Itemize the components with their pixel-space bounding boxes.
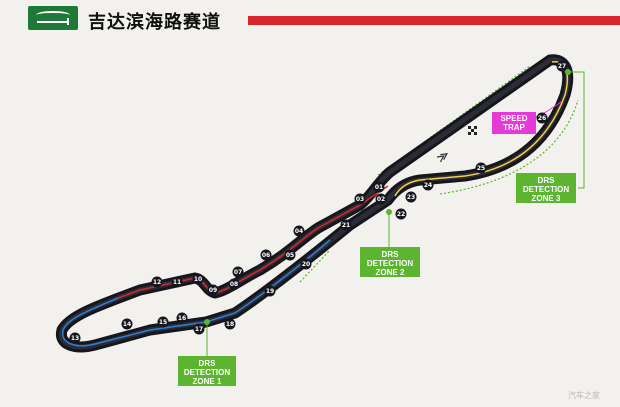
turn-number: 23 xyxy=(407,194,415,201)
turn-marker: 25 xyxy=(475,162,487,174)
turn-marker-circle xyxy=(373,181,385,193)
turn-number: 12 xyxy=(153,279,161,286)
turn-marker-circle xyxy=(422,179,434,191)
turn-marker-circle xyxy=(228,278,240,290)
turn-marker-circle xyxy=(536,112,548,124)
turn-marker: 16 xyxy=(176,312,188,324)
turn-number: 09 xyxy=(209,287,217,294)
turn-marker-circle xyxy=(300,258,312,270)
turn-marker: 17 xyxy=(193,323,205,335)
turn-number: 21 xyxy=(342,222,350,229)
turn-marker-circle xyxy=(192,273,204,285)
turn-marker: 11 xyxy=(171,276,183,288)
header: 吉达滨海路赛道 xyxy=(0,0,620,42)
drs-point-1 xyxy=(204,319,210,325)
turn-marker: 01 xyxy=(373,181,385,193)
turn-number: 17 xyxy=(195,326,203,333)
turn-marker-circle xyxy=(69,332,81,344)
turn-number: 13 xyxy=(71,335,79,342)
turn-marker-circle xyxy=(207,284,219,296)
turn-marker: 27 xyxy=(556,60,568,72)
turn-number: 02 xyxy=(377,196,385,203)
watermark: 汽车之家 xyxy=(568,391,600,400)
direction-arrow-icon xyxy=(436,152,449,163)
turn-marker-circle xyxy=(232,266,244,278)
turn-marker-circle xyxy=(475,162,487,174)
turn-marker: 05 xyxy=(284,249,296,261)
turn-marker-circle xyxy=(405,191,417,203)
turn-number: 22 xyxy=(397,211,405,218)
turn-marker: 15 xyxy=(157,316,169,328)
turn-number: 01 xyxy=(375,184,383,191)
drs-point-3 xyxy=(565,69,571,75)
turn-number: 15 xyxy=(159,319,167,326)
turn-marker: 20 xyxy=(300,258,312,270)
turn-marker: 23 xyxy=(405,191,417,203)
turn-marker: 07 xyxy=(232,266,244,278)
turn-markers: 01 02 03 04 05 06 07 08 09 10 11 12 13 14 15 16 17 18 19 20… xyxy=(69,60,568,344)
turn-marker-circle xyxy=(193,323,205,335)
turn-number: 19 xyxy=(266,288,274,295)
drs-point-2 xyxy=(386,209,392,215)
page-title: 吉达滨海路赛道 xyxy=(88,12,221,33)
turn-marker-circle xyxy=(556,60,568,72)
turn-number: 08 xyxy=(230,281,238,288)
turn-marker: 21 xyxy=(340,219,352,231)
turn-marker-circle xyxy=(284,249,296,261)
turn-number: 10 xyxy=(194,276,202,283)
turn-number: 26 xyxy=(538,115,546,122)
turn-marker-circle xyxy=(260,249,272,261)
turn-marker: 13 xyxy=(69,332,81,344)
turn-marker-circle xyxy=(354,193,366,205)
turn-marker-circle xyxy=(395,208,407,220)
turn-number: 25 xyxy=(477,165,485,172)
turn-number: 20 xyxy=(302,261,310,268)
turn-marker: 18 xyxy=(224,318,236,330)
turn-marker-circle xyxy=(293,225,305,237)
turn-number: 03 xyxy=(356,196,364,203)
turn-marker: 02 xyxy=(375,193,387,205)
turn-marker: 26 xyxy=(536,112,548,124)
turn-marker: 08 xyxy=(228,278,240,290)
turn-marker-circle xyxy=(375,193,387,205)
turn-number: 11 xyxy=(173,279,181,286)
turn-marker: 10 xyxy=(192,273,204,285)
turn-marker: 12 xyxy=(151,276,163,288)
turn-marker-circle xyxy=(121,318,133,330)
checkered-flag-icon xyxy=(468,126,477,135)
turn-marker: 14 xyxy=(121,318,133,330)
turn-number: 14 xyxy=(123,321,131,328)
turn-number: 05 xyxy=(286,252,294,259)
turn-number: 18 xyxy=(226,321,234,328)
turn-marker-circle xyxy=(340,219,352,231)
turn-marker-circle xyxy=(176,312,188,324)
turn-marker-circle xyxy=(157,316,169,328)
saudi-arabia-flag-icon xyxy=(28,6,78,30)
turn-marker: 19 xyxy=(264,285,276,297)
track-inner-lane xyxy=(58,57,571,350)
turn-marker: 06 xyxy=(260,249,272,261)
turn-number: 04 xyxy=(295,228,303,235)
turn-marker: 03 xyxy=(354,193,366,205)
turn-number: 16 xyxy=(178,315,186,322)
turn-marker: 22 xyxy=(395,208,407,220)
turn-marker-circle xyxy=(151,276,163,288)
turn-marker-circle xyxy=(224,318,236,330)
title-accent-bar xyxy=(248,16,620,25)
turn-number: 06 xyxy=(262,252,270,259)
sector-1-line xyxy=(61,239,331,347)
turn-number: 24 xyxy=(424,182,432,189)
turn-marker: 24 xyxy=(422,179,434,191)
turn-marker: 04 xyxy=(293,225,305,237)
turn-marker-circle xyxy=(264,285,276,297)
turn-number: 27 xyxy=(558,63,566,70)
turn-number: 07 xyxy=(234,269,242,276)
turn-marker: 09 xyxy=(207,284,219,296)
turn-marker-circle xyxy=(171,276,183,288)
